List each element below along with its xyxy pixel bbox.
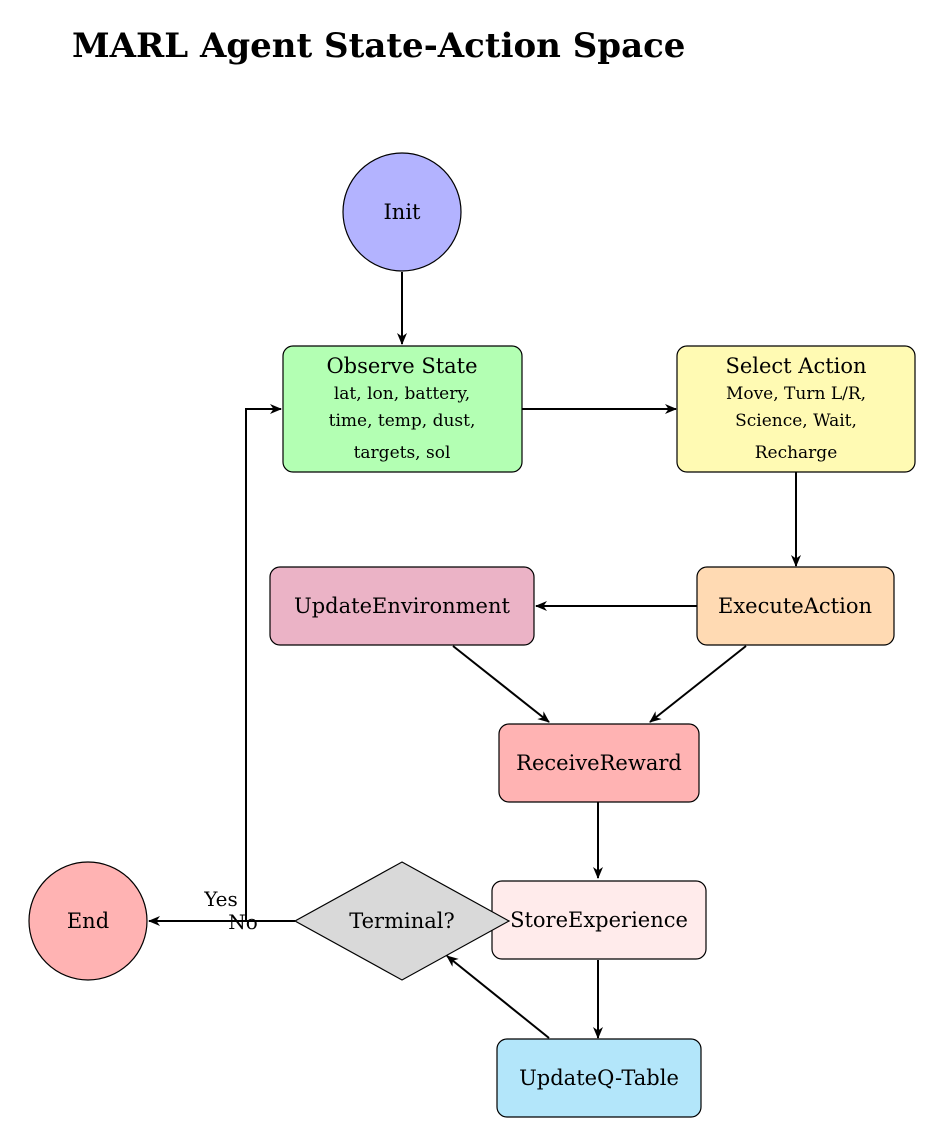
node-observe-state-line-1: lat, lon, battery, bbox=[334, 384, 470, 404]
node-observe-state-label: Observe State bbox=[326, 354, 477, 378]
node-observe-state: Observe State lat, lon, battery, time, t… bbox=[282, 345, 523, 473]
node-update-q-table: UpdateQ-Table bbox=[496, 1038, 702, 1118]
node-terminal-decision: Terminal? bbox=[293, 861, 511, 981]
edge-update-env-reward bbox=[452, 645, 550, 723]
node-execute-action: ExecuteAction bbox=[696, 566, 895, 646]
node-observe-state-line-3: targets, sol bbox=[354, 443, 451, 463]
node-update-environment-label: UpdateEnvironment bbox=[294, 594, 510, 618]
node-update-environment: UpdateEnvironment bbox=[269, 566, 535, 646]
node-select-action-line-1: Move, Turn L/R, bbox=[726, 384, 866, 404]
node-terminal-decision-label: Terminal? bbox=[349, 909, 455, 933]
edge-label-yes: Yes bbox=[203, 887, 238, 911]
node-execute-action-label: ExecuteAction bbox=[718, 594, 872, 618]
node-end: End bbox=[28, 861, 148, 981]
edge-terminal-observe bbox=[245, 404, 282, 921]
edge-execute-reward bbox=[649, 645, 747, 723]
node-init: Init bbox=[342, 152, 462, 272]
diagram-title: MARL Agent State-Action Space bbox=[72, 26, 686, 66]
node-store-experience-label: StoreExperience bbox=[510, 908, 688, 932]
edge-qtable-terminal bbox=[446, 955, 550, 1039]
node-receive-reward: ReceiveReward bbox=[498, 723, 700, 803]
node-update-q-table-label: UpdateQ-Table bbox=[519, 1066, 679, 1090]
node-select-action-line-3: Recharge bbox=[755, 443, 838, 463]
node-store-experience: StoreExperience bbox=[491, 880, 707, 960]
node-receive-reward-label: ReceiveReward bbox=[516, 751, 682, 775]
node-observe-state-line-2: time, temp, dust, bbox=[329, 411, 476, 431]
node-select-action-line-2: Science, Wait, bbox=[735, 411, 857, 431]
edge-label-no: No bbox=[228, 910, 258, 934]
node-select-action-label: Select Action bbox=[725, 354, 866, 378]
node-end-label: End bbox=[67, 909, 109, 933]
node-select-action: Select Action Move, Turn L/R, Science, W… bbox=[676, 345, 916, 473]
node-init-label: Init bbox=[384, 200, 422, 224]
